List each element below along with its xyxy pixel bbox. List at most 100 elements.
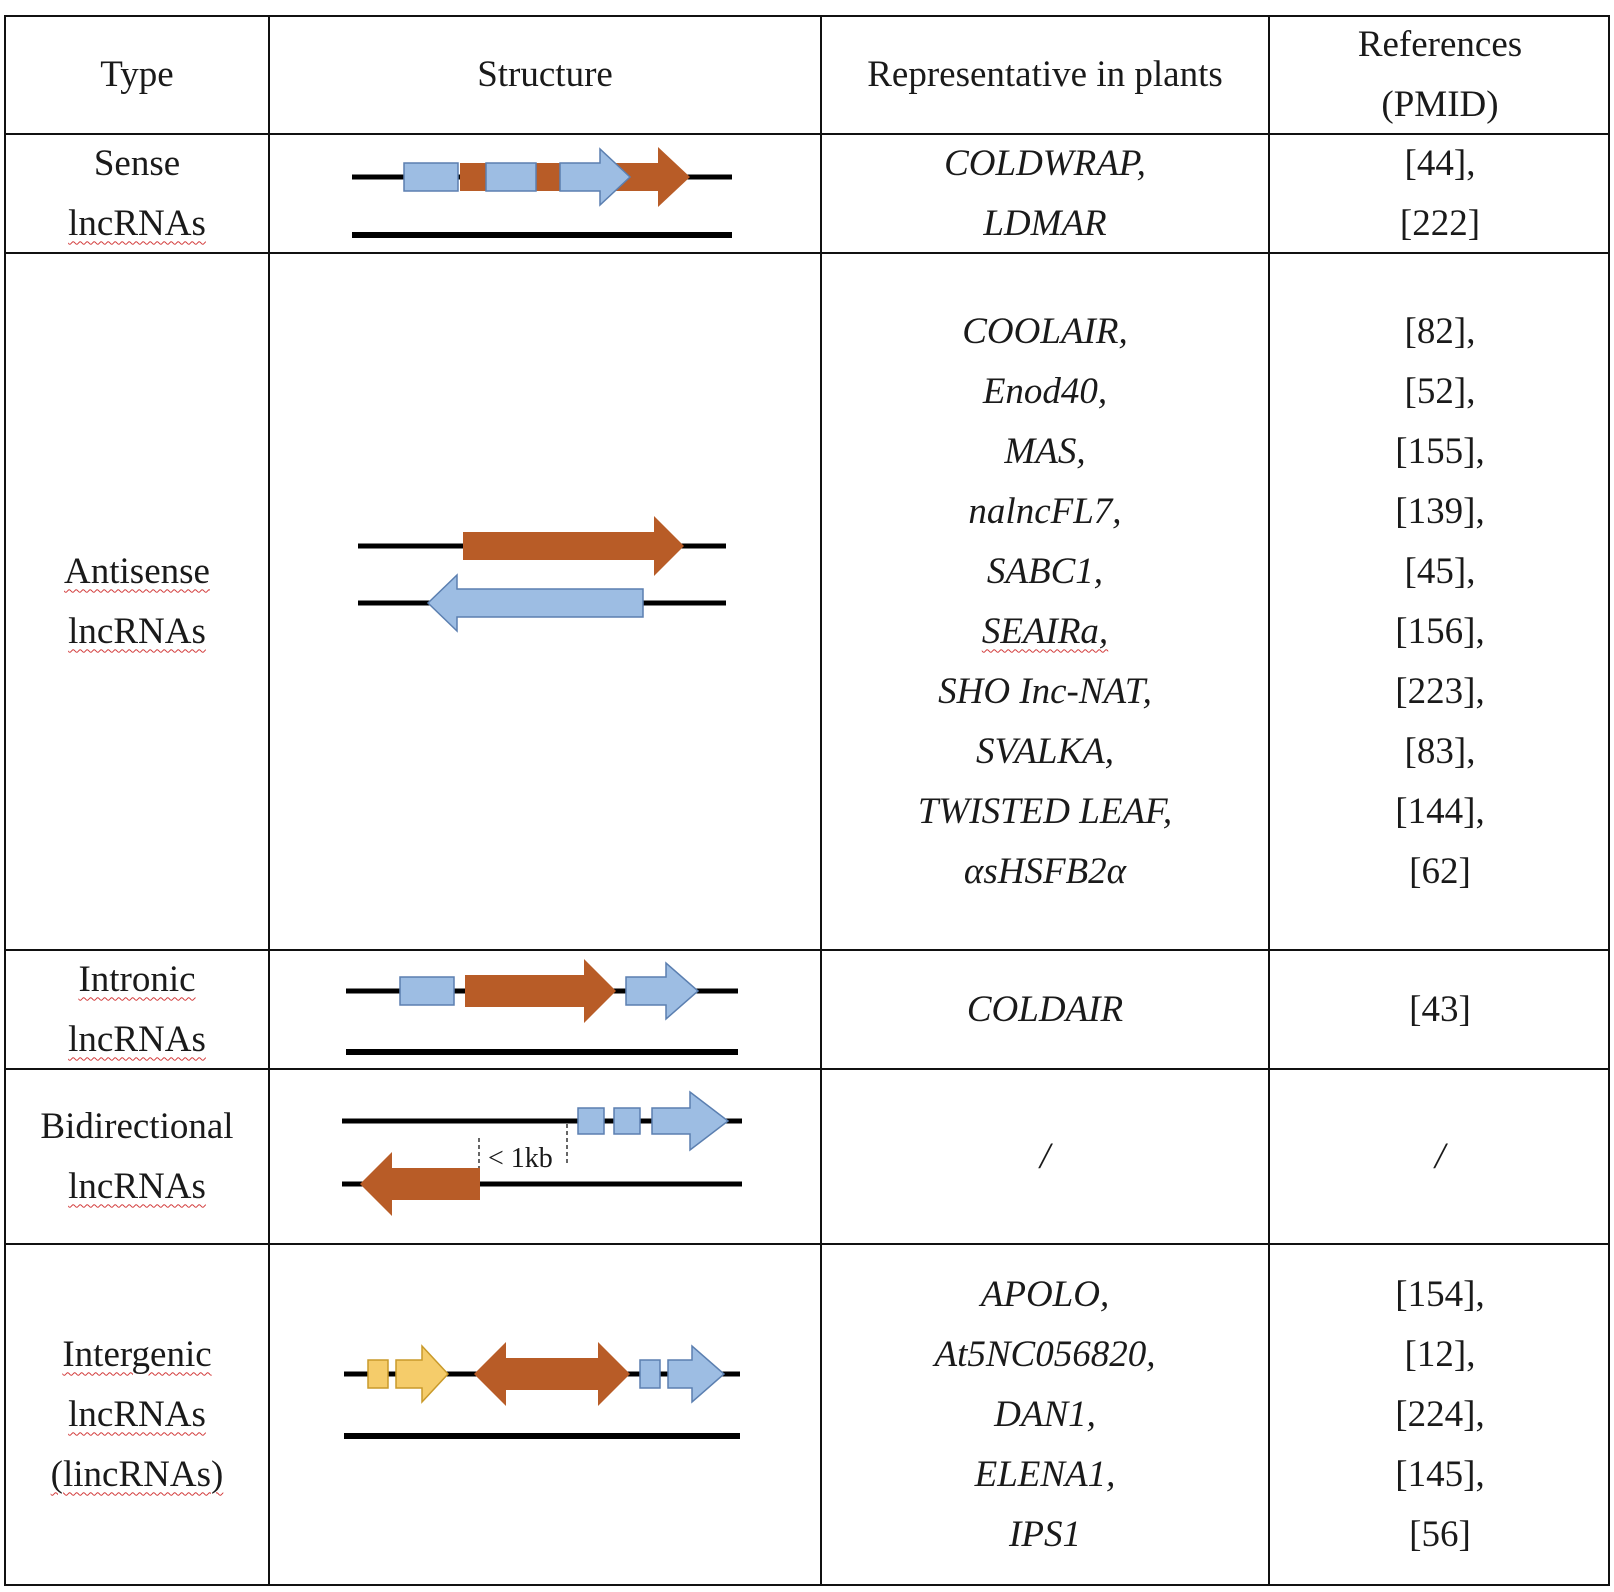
representative-item: MAS, (1004, 430, 1086, 472)
bidirectional-orange-arrow (360, 1152, 480, 1216)
intergenic-orange-double-arrow (474, 1342, 630, 1406)
yellow-arrow (395, 1344, 450, 1404)
representative-cell-bidirectional: / (822, 1070, 1268, 1243)
blue-arrow (667, 1344, 726, 1404)
reference-item: [45], (1404, 550, 1476, 592)
header-references-sublabel: (PMID) (1381, 84, 1499, 125)
representative-cell-intergenic: APOLO, At5NC056820, DAN1, ELENA1, IPS1 (822, 1245, 1268, 1584)
reference-item: [44], (1404, 142, 1476, 184)
reference-item: [223], (1395, 670, 1485, 712)
representative-item: TWISTED LEAF, (917, 790, 1173, 832)
type-label: Bidirectional (40, 1105, 234, 1147)
row-divider (6, 1068, 1608, 1070)
type-cell-antisense: Antisense lncRNAs (6, 254, 268, 949)
blue-exon (485, 162, 537, 192)
reference-item: [82], (1404, 310, 1476, 352)
representative-item: Enod40, (982, 370, 1108, 412)
type-cell-intronic: Intronic lncRNAs (6, 951, 268, 1068)
reference-item: / (1434, 1135, 1446, 1177)
representative-item: SEAIRa, (981, 610, 1109, 652)
blue-arrow (625, 961, 700, 1021)
reference-item: [56] (1409, 1513, 1471, 1555)
yellow-exon (367, 1359, 389, 1389)
representative-item: COLDWRAP, (944, 142, 1146, 184)
representative-item: SABC1, (986, 550, 1104, 592)
blue-arrow (651, 1090, 730, 1152)
row-divider (6, 133, 1608, 135)
row-divider (6, 949, 1608, 951)
intronic-orange-arrow (465, 959, 616, 1023)
lncrna-table: Type Structure Representative in plants … (4, 15, 1610, 1586)
antisense-blue-arrow (426, 573, 644, 633)
representative-item: At5NC056820, (934, 1333, 1156, 1375)
reference-item: [155], (1395, 430, 1485, 472)
reference-item: [224], (1395, 1393, 1485, 1435)
header-type: Type (6, 17, 268, 133)
type-label: lncRNAs (68, 1393, 206, 1435)
header-representative-label: Representative in plants (867, 54, 1223, 95)
references-cell-antisense: [82], [52], [155], [139], [45], [156], [… (1270, 254, 1610, 949)
blue-arrow (559, 147, 632, 207)
header-structure: Structure (270, 17, 820, 133)
type-label: Intronic (78, 958, 196, 1000)
reference-item: [222] (1399, 202, 1481, 244)
blue-exon (403, 162, 459, 192)
reference-item: [52], (1404, 370, 1476, 412)
header-representative: Representative in plants (822, 17, 1268, 133)
representative-item: nalncFL7, (968, 490, 1122, 532)
intergenic-structure-diagram (344, 1342, 740, 1439)
distance-label: < 1kb (488, 1143, 553, 1174)
representative-item: ELENA1, (974, 1453, 1116, 1495)
reference-item: [145], (1395, 1453, 1485, 1495)
structure-cell-intronic (270, 951, 820, 1068)
reference-item: [83], (1404, 730, 1476, 772)
reference-item: [12], (1404, 1333, 1476, 1375)
type-cell-sense: Sense lncRNAs (6, 135, 268, 252)
intronic-structure-diagram (346, 959, 738, 1055)
header-type-label: Type (100, 54, 174, 95)
structure-cell-bidirectional: < 1kb (270, 1070, 820, 1243)
type-cell-intergenic: Intergenic lncRNAs (lincRNAs) (6, 1245, 268, 1584)
type-label: lncRNAs (68, 610, 206, 652)
reference-item: [139], (1395, 490, 1485, 532)
structure-cell-sense (270, 135, 820, 252)
type-label: Antisense (64, 550, 210, 592)
references-cell-intergenic: [154], [12], [224], [145], [56] (1270, 1245, 1610, 1584)
representative-item: IPS1 (1009, 1513, 1081, 1555)
antisense-orange-arrow (463, 516, 684, 576)
type-label: lncRNAs (68, 1018, 206, 1060)
representative-item: SVALKA, (975, 730, 1115, 772)
structure-cell-antisense (270, 254, 820, 949)
references-cell-bidirectional: / (1270, 1070, 1610, 1243)
reference-item: [62] (1409, 850, 1471, 892)
col-divider (820, 17, 822, 1584)
representative-cell-antisense: COOLAIR, Enod40, MAS, nalncFL7, SABC1, S… (822, 254, 1268, 949)
representative-item: APOLO, (980, 1273, 1110, 1315)
representative-item: COOLAIR, (962, 310, 1128, 352)
references-cell-sense: [44], [222] (1270, 135, 1610, 252)
type-label: lncRNAs (68, 1165, 206, 1207)
bidirectional-structure-diagram: < 1kb (342, 1090, 742, 1216)
header-structure-label: Structure (477, 54, 613, 95)
structure-cell-intergenic (270, 1245, 820, 1584)
col-divider (268, 17, 270, 1584)
representative-item: αsHSFB2α (963, 850, 1127, 892)
sense-structure-diagram (352, 147, 732, 238)
blue-exon (577, 1107, 605, 1135)
type-label: lncRNAs (68, 202, 206, 244)
representative-cell-sense: COLDWRAP, LDMAR (822, 135, 1268, 252)
row-divider (6, 252, 1608, 254)
reference-item: [156], (1395, 610, 1485, 652)
type-label: Intergenic (62, 1333, 212, 1375)
reference-item: [43] (1409, 988, 1471, 1030)
references-cell-intronic: [43] (1270, 951, 1610, 1068)
blue-exon (613, 1107, 641, 1135)
blue-exon (639, 1359, 661, 1389)
representative-item: / (1039, 1135, 1051, 1177)
representative-item: LDMAR (983, 202, 1107, 244)
header-references: References (PMID) (1270, 17, 1610, 133)
antisense-structure-diagram (358, 516, 726, 633)
type-cell-bidirectional: Bidirectional lncRNAs (6, 1070, 268, 1243)
row-divider (6, 1243, 1608, 1245)
blue-exon (399, 976, 455, 1006)
